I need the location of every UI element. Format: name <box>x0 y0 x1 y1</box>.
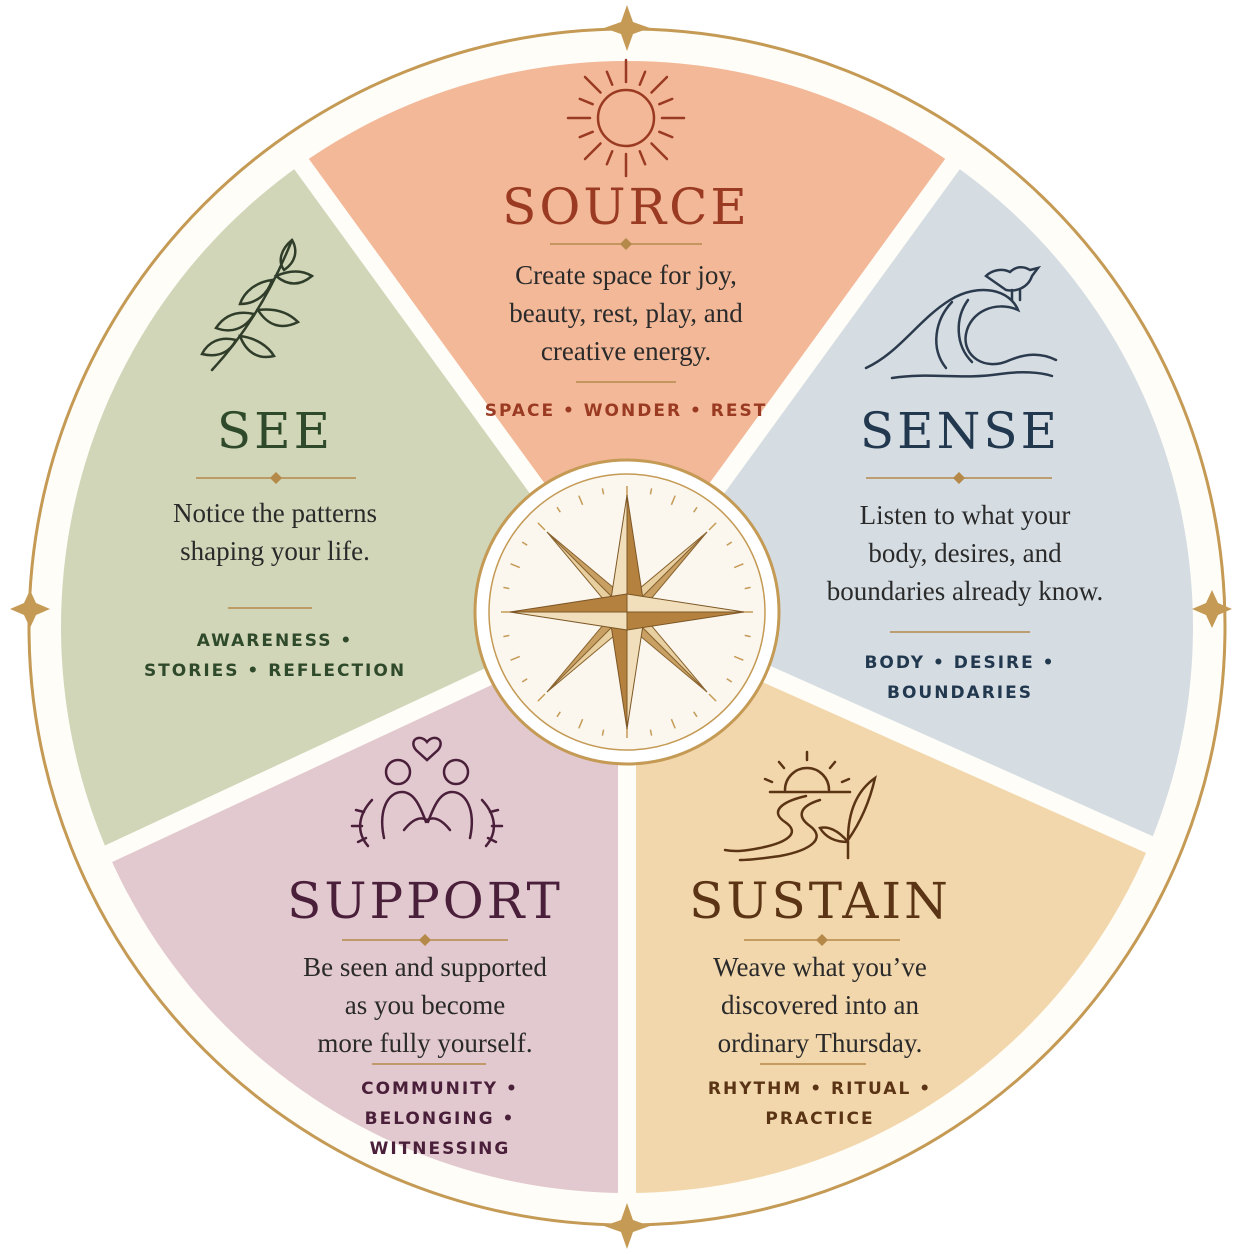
sense-desc-line: boundaries already know. <box>826 576 1104 606</box>
sun-ray <box>638 70 647 86</box>
divider-diamond <box>269 471 283 485</box>
divider-diamond <box>952 471 966 485</box>
sustain-desc-line: ordinary Thursday. <box>717 1028 923 1058</box>
see-desc-line: shaping your life. <box>180 536 370 566</box>
compass-tick <box>726 541 733 546</box>
sense-desc-line: body, desires, and <box>868 538 1062 568</box>
sun-icon <box>566 58 686 178</box>
support-title: SUPPORT <box>287 872 563 930</box>
support-tags: COMMUNITY • BELONGING • WITNESSING <box>300 1074 580 1164</box>
compass-tick <box>693 506 698 513</box>
support-tags-line: WITNESSING <box>369 1139 511 1159</box>
compass-tick <box>556 711 561 718</box>
see-tags-line: STORIES • REFLECTION <box>143 661 407 681</box>
support-desc-line: as you become <box>344 990 506 1020</box>
ring-star-left <box>10 590 50 628</box>
sun-ray <box>658 130 674 139</box>
source-desc-line: beauty, rest, play, and <box>509 298 743 328</box>
sense-title: SENSE <box>859 402 1061 460</box>
sense-tags: BODY • DESIRE • BOUNDARIES <box>810 648 1110 708</box>
sun-ray <box>658 97 674 106</box>
wedge-sustain <box>636 681 1193 1193</box>
compass-tick <box>670 495 676 506</box>
divider-diamond <box>815 933 829 947</box>
compass-tick <box>726 678 733 683</box>
compass-tick <box>708 693 717 702</box>
sun-ray <box>578 130 594 139</box>
support-tags-line: COMMUNITY • <box>361 1079 519 1099</box>
compass-tick <box>521 541 528 546</box>
sense-tags-line: BODY • DESIRE • <box>864 653 1056 673</box>
sun-ray <box>650 75 669 94</box>
compass-tick <box>503 634 510 638</box>
support-tags-line: BELONGING • <box>364 1109 516 1129</box>
see-title: SEE <box>216 402 334 460</box>
compass-tick <box>708 522 717 531</box>
source-title: SOURCE <box>502 178 750 236</box>
compass-tick <box>733 563 744 569</box>
sustain-tags-line: PRACTICE <box>765 1109 875 1129</box>
compass-rose-icon <box>473 458 781 766</box>
sustain-desc-line: discovered into an <box>721 990 919 1020</box>
source-desc-line: creative energy. <box>540 336 712 366</box>
sense-desc-line: Listen to what your <box>859 500 1071 530</box>
support-description: Be seen and supported as you become more… <box>260 948 590 1062</box>
sustain-title: SUSTAIN <box>689 872 951 930</box>
ring-star-ornaments <box>10 5 1232 1249</box>
sun-ray <box>583 142 602 161</box>
sun-ray <box>605 150 614 166</box>
source-tags: SPACE • WONDER • REST <box>456 396 796 426</box>
see-tags: AWARENESS • STORIES • REFLECTION <box>125 626 425 686</box>
compass-tick <box>670 718 676 729</box>
compass-tick <box>537 522 546 531</box>
sense-tags-line: BOUNDARIES <box>887 683 1033 703</box>
people-heart-icon <box>350 736 504 848</box>
source-description: Create space for joy, beauty, rest, play… <box>456 256 796 370</box>
compass-tick <box>578 495 584 506</box>
ring-star-right <box>1192 590 1232 628</box>
sustain-tags-line: RHYTHM • RITUAL • <box>707 1079 933 1099</box>
compass-tick <box>578 718 584 729</box>
compass-tick <box>521 678 528 683</box>
sun-ray <box>650 142 669 161</box>
compass-tick <box>556 506 561 513</box>
sustain-desc-line: Weave what you’ve <box>713 952 927 982</box>
see-tags-line: AWARENESS • <box>196 631 354 651</box>
sun-ray <box>583 75 602 94</box>
compass-tick <box>510 563 521 569</box>
divider-diamond <box>619 237 633 251</box>
ring-star-top <box>604 5 650 51</box>
compass-tick <box>503 586 510 590</box>
compass-tick <box>649 729 653 736</box>
see-description: Notice the patterns shaping your life. <box>125 494 425 570</box>
compass-tick <box>537 693 546 702</box>
sun-ray <box>638 150 647 166</box>
compass-tick <box>649 488 653 495</box>
compass-tick <box>601 488 605 495</box>
compass-tick <box>733 655 744 661</box>
sun-ray <box>578 97 594 106</box>
sun-ray <box>605 70 614 86</box>
support-desc-line: Be seen and supported <box>303 952 547 982</box>
sustain-description: Weave what you’ve discovered into an ord… <box>660 948 980 1062</box>
compass-tick <box>693 711 698 718</box>
source-desc-line: Create space for joy, <box>515 260 737 290</box>
divider-diamond <box>418 933 432 947</box>
support-desc-line: more fully yourself. <box>317 1028 533 1058</box>
compass-tick <box>744 634 751 638</box>
compass-tick <box>510 655 521 661</box>
see-desc-line: Notice the patterns <box>173 498 377 528</box>
wave-bird-icon <box>864 265 1058 380</box>
sustain-tags: RHYTHM • RITUAL • PRACTICE <box>660 1074 980 1134</box>
compass-tick <box>744 586 751 590</box>
path-sunrise-icon <box>723 750 877 862</box>
source-tags-line: SPACE • WONDER • REST <box>484 401 768 421</box>
sense-description: Listen to what your body, desires, and b… <box>790 496 1140 610</box>
compass-tick <box>601 729 605 736</box>
ring-star-bottom <box>604 1203 650 1249</box>
leaf-branch-icon <box>200 238 315 372</box>
